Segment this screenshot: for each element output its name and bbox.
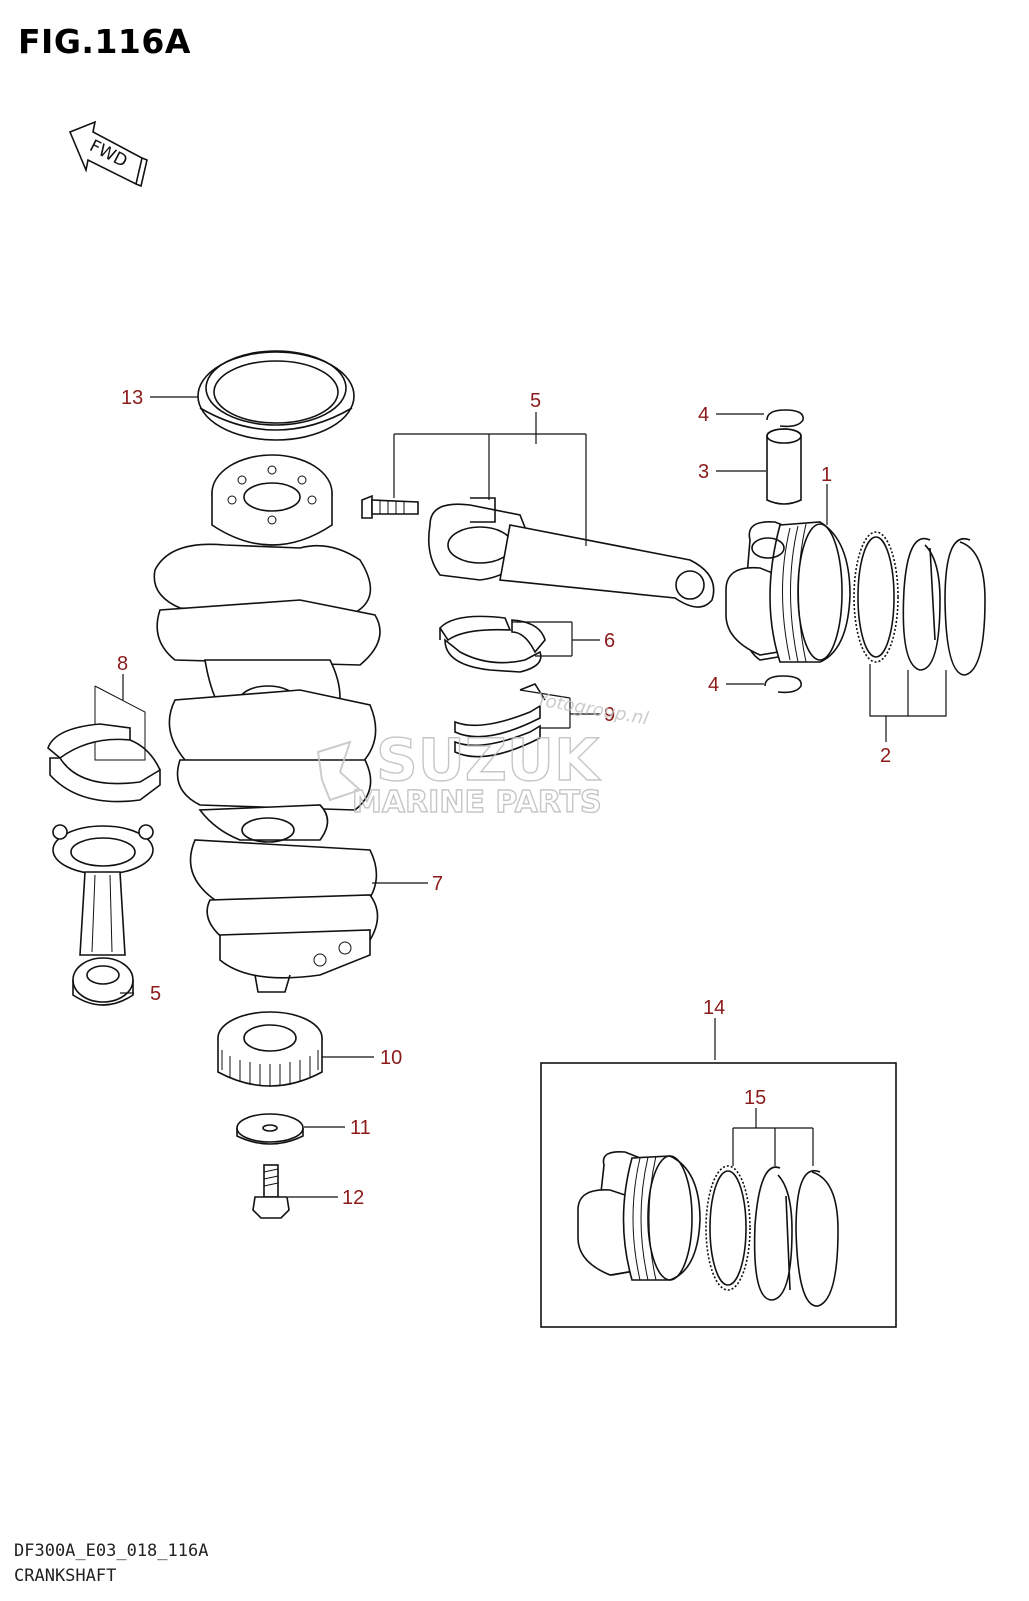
washer	[236, 1113, 304, 1145]
callout-1: 1	[821, 464, 832, 486]
piston-pin	[766, 428, 802, 505]
callout-2: 2	[880, 745, 891, 767]
callout-5-left: 5	[150, 983, 161, 1005]
callout-8: 8	[117, 653, 128, 675]
callout-3: 3	[698, 461, 709, 483]
figure-code: DF300A_E03_018_116A	[14, 1541, 209, 1561]
connecting-rod-top	[361, 494, 715, 608]
callout-labels: 13 5 4 3 1 6 8 4 9 2 7 5 14 10 15 11 12	[117, 387, 891, 1209]
main-bearing	[47, 685, 161, 803]
callout-4-top: 4	[698, 404, 709, 426]
watermark: Yotogroup.nl SUZUK MARINE PARTS	[316, 689, 650, 821]
callout-13: 13	[121, 387, 143, 409]
oil-seal-ring	[197, 350, 355, 441]
callout-14: 14	[703, 997, 725, 1019]
piston-kit-box	[540, 1062, 897, 1328]
callout-7: 7	[432, 873, 443, 895]
callout-9: 9	[604, 704, 615, 726]
thrust-bearing	[454, 683, 546, 758]
watermark-brand: SUZUK	[376, 726, 601, 794]
piston-rings	[853, 531, 986, 676]
circlip-bottom	[764, 675, 802, 694]
figure-title: FIG.116A	[18, 22, 191, 61]
circlip-top	[766, 409, 804, 428]
watermark-site: Yotogroup.nl	[535, 689, 650, 729]
connecting-rod-left	[52, 824, 154, 1006]
callout-11: 11	[350, 1117, 371, 1139]
callout-6: 6	[604, 630, 615, 652]
callout-12: 12	[342, 1187, 364, 1209]
watermark-logo-icon	[316, 740, 362, 802]
conrod-bearing	[438, 615, 546, 673]
crankshaft	[153, 454, 381, 993]
callout-10: 10	[380, 1047, 402, 1069]
crankshaft-gear	[217, 1011, 323, 1087]
bolt	[252, 1164, 290, 1219]
leader-lines	[120, 396, 947, 1198]
fwd-arrow-icon: FWD	[68, 120, 148, 188]
callout-4-bottom: 4	[708, 674, 719, 696]
callout-5-top: 5	[530, 390, 541, 412]
callout-15: 15	[744, 1087, 766, 1109]
figure-name: CRANKSHAFT	[14, 1566, 117, 1586]
piston	[725, 521, 851, 663]
watermark-line2: MARINE PARTS	[352, 785, 602, 820]
